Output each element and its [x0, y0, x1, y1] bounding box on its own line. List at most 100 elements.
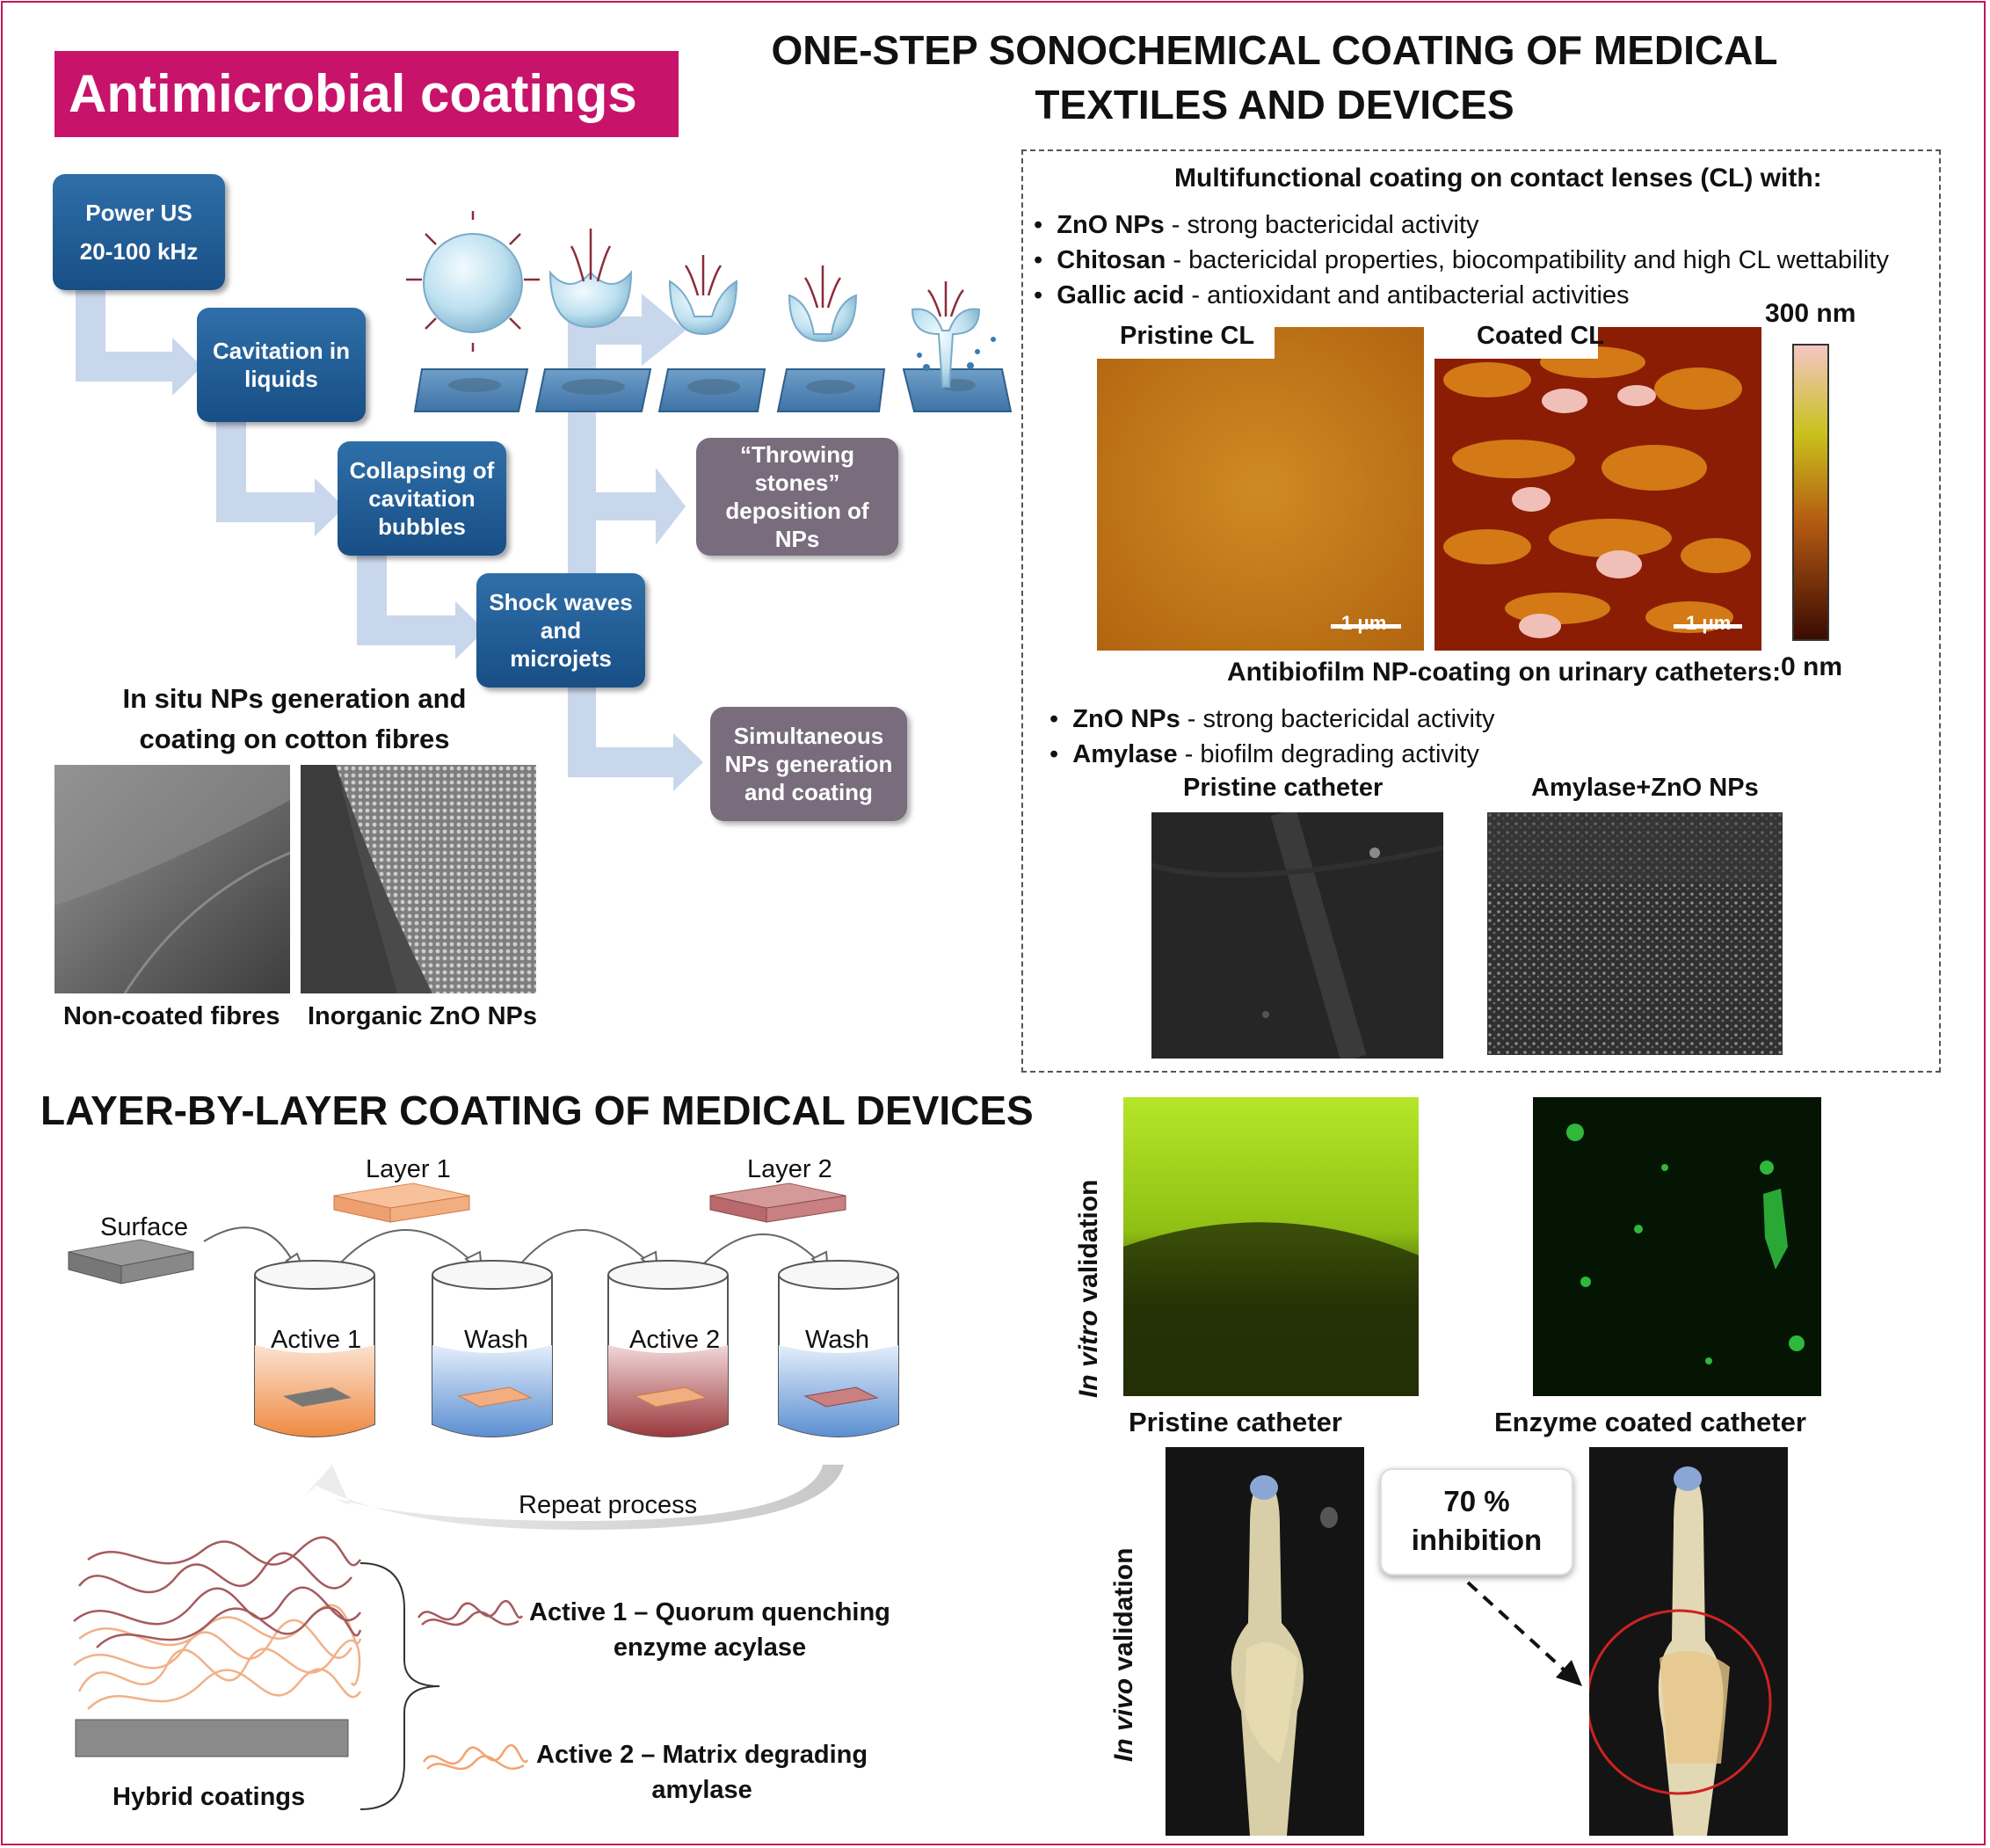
- non-coated-fibre-sem-image: [54, 765, 290, 993]
- inhibition-label: inhibition: [1411, 1524, 1543, 1556]
- hybrid-brace: [360, 1562, 440, 1810]
- cl-bullet-chitosan: • Chitosan - bactericidal properties, bi…: [1034, 246, 1889, 274]
- scale-max-label: 300 nm: [1765, 299, 1856, 328]
- beaker-wash2-label: Wash: [805, 1326, 870, 1354]
- in-vivo-rest: validation: [1109, 1547, 1138, 1678]
- coated-cl-label: Coated CL: [1477, 322, 1604, 350]
- cl-bullet-gallic: • Gallic acid - antioxidant and antibact…: [1034, 281, 1630, 309]
- cath-bullet-zno-desc: - strong bactericidal activity: [1180, 705, 1495, 733]
- zno-coated-fibre-sem-image: [301, 765, 536, 993]
- active1-description: Active 1 – Quorum quenching enzyme acyla…: [529, 1595, 890, 1665]
- insitu-title-line1: In situ NPs generation and: [122, 683, 467, 714]
- coated-catheter-in-vivo-photo: [1589, 1447, 1788, 1836]
- cavitation-line1: Cavitation in: [212, 338, 350, 364]
- throwing-line1: “Throwing: [740, 441, 854, 468]
- insitu-title: In situ NPs generation and coating on co…: [79, 679, 510, 760]
- cl-bullet-chitosan-term: Chitosan: [1057, 246, 1166, 274]
- cl-bullet-gallic-term: Gallic acid: [1057, 281, 1185, 309]
- collapsing-line1: Collapsing of: [349, 457, 495, 484]
- pristine-cl-label: Pristine CL: [1120, 322, 1255, 350]
- pristine-cl-afm-image: [1097, 327, 1424, 651]
- height-color-scale-bar: [1792, 344, 1829, 641]
- simultaneous-line2: NPs generation: [724, 751, 893, 777]
- cath-bullet-amylase: • Amylase - biofilm degrading activity: [1049, 740, 1479, 768]
- in-vitro-validation-label: In vitro validation: [1074, 1180, 1104, 1398]
- in-vitro-em: In vitro: [1074, 1309, 1103, 1398]
- collapsing-line3: bubbles: [378, 513, 466, 540]
- cl-bullet-gallic-desc: - antioxidant and antibacterial activiti…: [1184, 281, 1630, 309]
- simultaneous-line1: Simultaneous: [733, 723, 884, 749]
- lbl-title: LAYER-BY-LAYER COATING OF MEDICAL DEVICE…: [40, 1088, 1034, 1133]
- non-coated-fibres-label: Non-coated fibres: [63, 1002, 280, 1030]
- coated-cl-afm-image: [1434, 327, 1761, 651]
- coated-cl-scale: 1 μm: [1686, 612, 1732, 634]
- layer1-label: Layer 1: [366, 1155, 451, 1183]
- catheter-heading: Antibiofilm NP-coating on urinary cathet…: [1227, 658, 1782, 687]
- surface-label: Surface: [100, 1213, 188, 1241]
- active2-line2: amylase: [651, 1776, 752, 1804]
- in-vivo-em: In vivo: [1109, 1677, 1138, 1762]
- bubble-collapse-illustration: [406, 211, 1013, 412]
- scale-min-label: 0 nm: [1781, 652, 1843, 681]
- active2-description: Active 2 – Matrix degrading amylase: [536, 1737, 868, 1808]
- simultaneous-line3: and coating: [744, 779, 873, 805]
- shock-line1: Shock waves: [489, 589, 633, 615]
- pristine-catheter-in-vivo-photo: [1166, 1447, 1364, 1836]
- cath-bullet-zno-term: ZnO NPs: [1072, 705, 1180, 733]
- inorganic-zno-label: Inorganic ZnO NPs: [308, 1002, 538, 1030]
- coated-catheter-sem-label: Amylase+ZnO NPs: [1531, 774, 1759, 802]
- cl-bullet-zno-term: ZnO NPs: [1057, 211, 1165, 239]
- hybrid-coatings-label: Hybrid coatings: [113, 1783, 306, 1811]
- active2-line1: Active 2 – Matrix degrading: [536, 1741, 868, 1769]
- cl-bullet-zno-desc: - strong bactericidal activity: [1164, 211, 1479, 239]
- cath-bullet-amylase-desc: - biofilm degrading activity: [1177, 740, 1479, 768]
- beaker-active2-label: Active 2: [629, 1326, 721, 1354]
- insitu-title-line2: coating on cotton fibres: [139, 724, 450, 754]
- cath-bullet-amylase-term: Amylase: [1072, 740, 1178, 768]
- pristine-catheter-sem-label: Pristine catheter: [1183, 774, 1384, 802]
- in-vivo-validation-label: In vivo validation: [1109, 1548, 1139, 1762]
- cavitation-line2: liquids: [244, 366, 318, 392]
- shock-line2: and: [540, 617, 582, 644]
- in-vitro-rest: validation: [1074, 1179, 1103, 1310]
- multifunctional-coating-panel: [1021, 149, 1941, 1073]
- active1-line2: enzyme acylase: [613, 1633, 807, 1662]
- enzyme-catheter-fluorescence-image: [1533, 1097, 1821, 1396]
- throwing-line4: NPs: [774, 526, 820, 552]
- lbl-process-diagram: [68, 1182, 899, 1530]
- cl-bullet-zno: • ZnO NPs - strong bactericidal activity: [1034, 211, 1479, 239]
- active2-enzyme-icon: [422, 1743, 529, 1771]
- power-us-box: Power US 20-100 kHz: [53, 174, 225, 290]
- cath-bullet-zno: • ZnO NPs - strong bactericidal activity: [1049, 705, 1495, 733]
- section-badge: Antimicrobial coatings: [54, 51, 679, 137]
- hybrid-coating-illustration: [73, 1536, 362, 1757]
- pristine-cl-scale: 1 μm: [1341, 612, 1387, 634]
- enzyme-catheter-vitro-label: Enzyme coated catheter: [1494, 1407, 1806, 1437]
- repeat-process-label: Repeat process: [519, 1491, 698, 1519]
- active1-line1: Active 1 – Quorum quenching: [529, 1598, 890, 1626]
- throwing-line2: stones”: [754, 469, 840, 496]
- page-title: ONE-STEP SONOCHEMICAL COATING OF MEDICAL…: [771, 27, 1778, 127]
- collapsing-line2: cavitation: [368, 485, 476, 512]
- cl-heading: Multifunctional coating on contact lense…: [1174, 164, 1822, 193]
- power-us-line2: 20-100 kHz: [79, 238, 199, 265]
- pristine-catheter-sem-image: [1151, 812, 1443, 1059]
- pristine-catheter-vitro-label: Pristine catheter: [1129, 1407, 1342, 1437]
- inhibition-dashed-arrow: [1466, 1581, 1582, 1686]
- cl-bullet-chitosan-desc: - bactericidal properties, biocompatibil…: [1166, 246, 1889, 274]
- throwing-line3: deposition of: [725, 498, 869, 524]
- pristine-catheter-fluorescence-image: [1123, 1097, 1419, 1396]
- shock-line3: microjets: [510, 645, 612, 672]
- amylase-zno-catheter-sem-image: [1487, 812, 1783, 1055]
- beaker-active1-label: Active 1: [271, 1326, 362, 1354]
- inhibition-callout: 70 % inhibition: [1380, 1468, 1573, 1575]
- active1-enzyme-icon: [417, 1599, 524, 1626]
- power-us-line1: Power US: [85, 200, 192, 226]
- layer2-label: Layer 2: [747, 1155, 832, 1183]
